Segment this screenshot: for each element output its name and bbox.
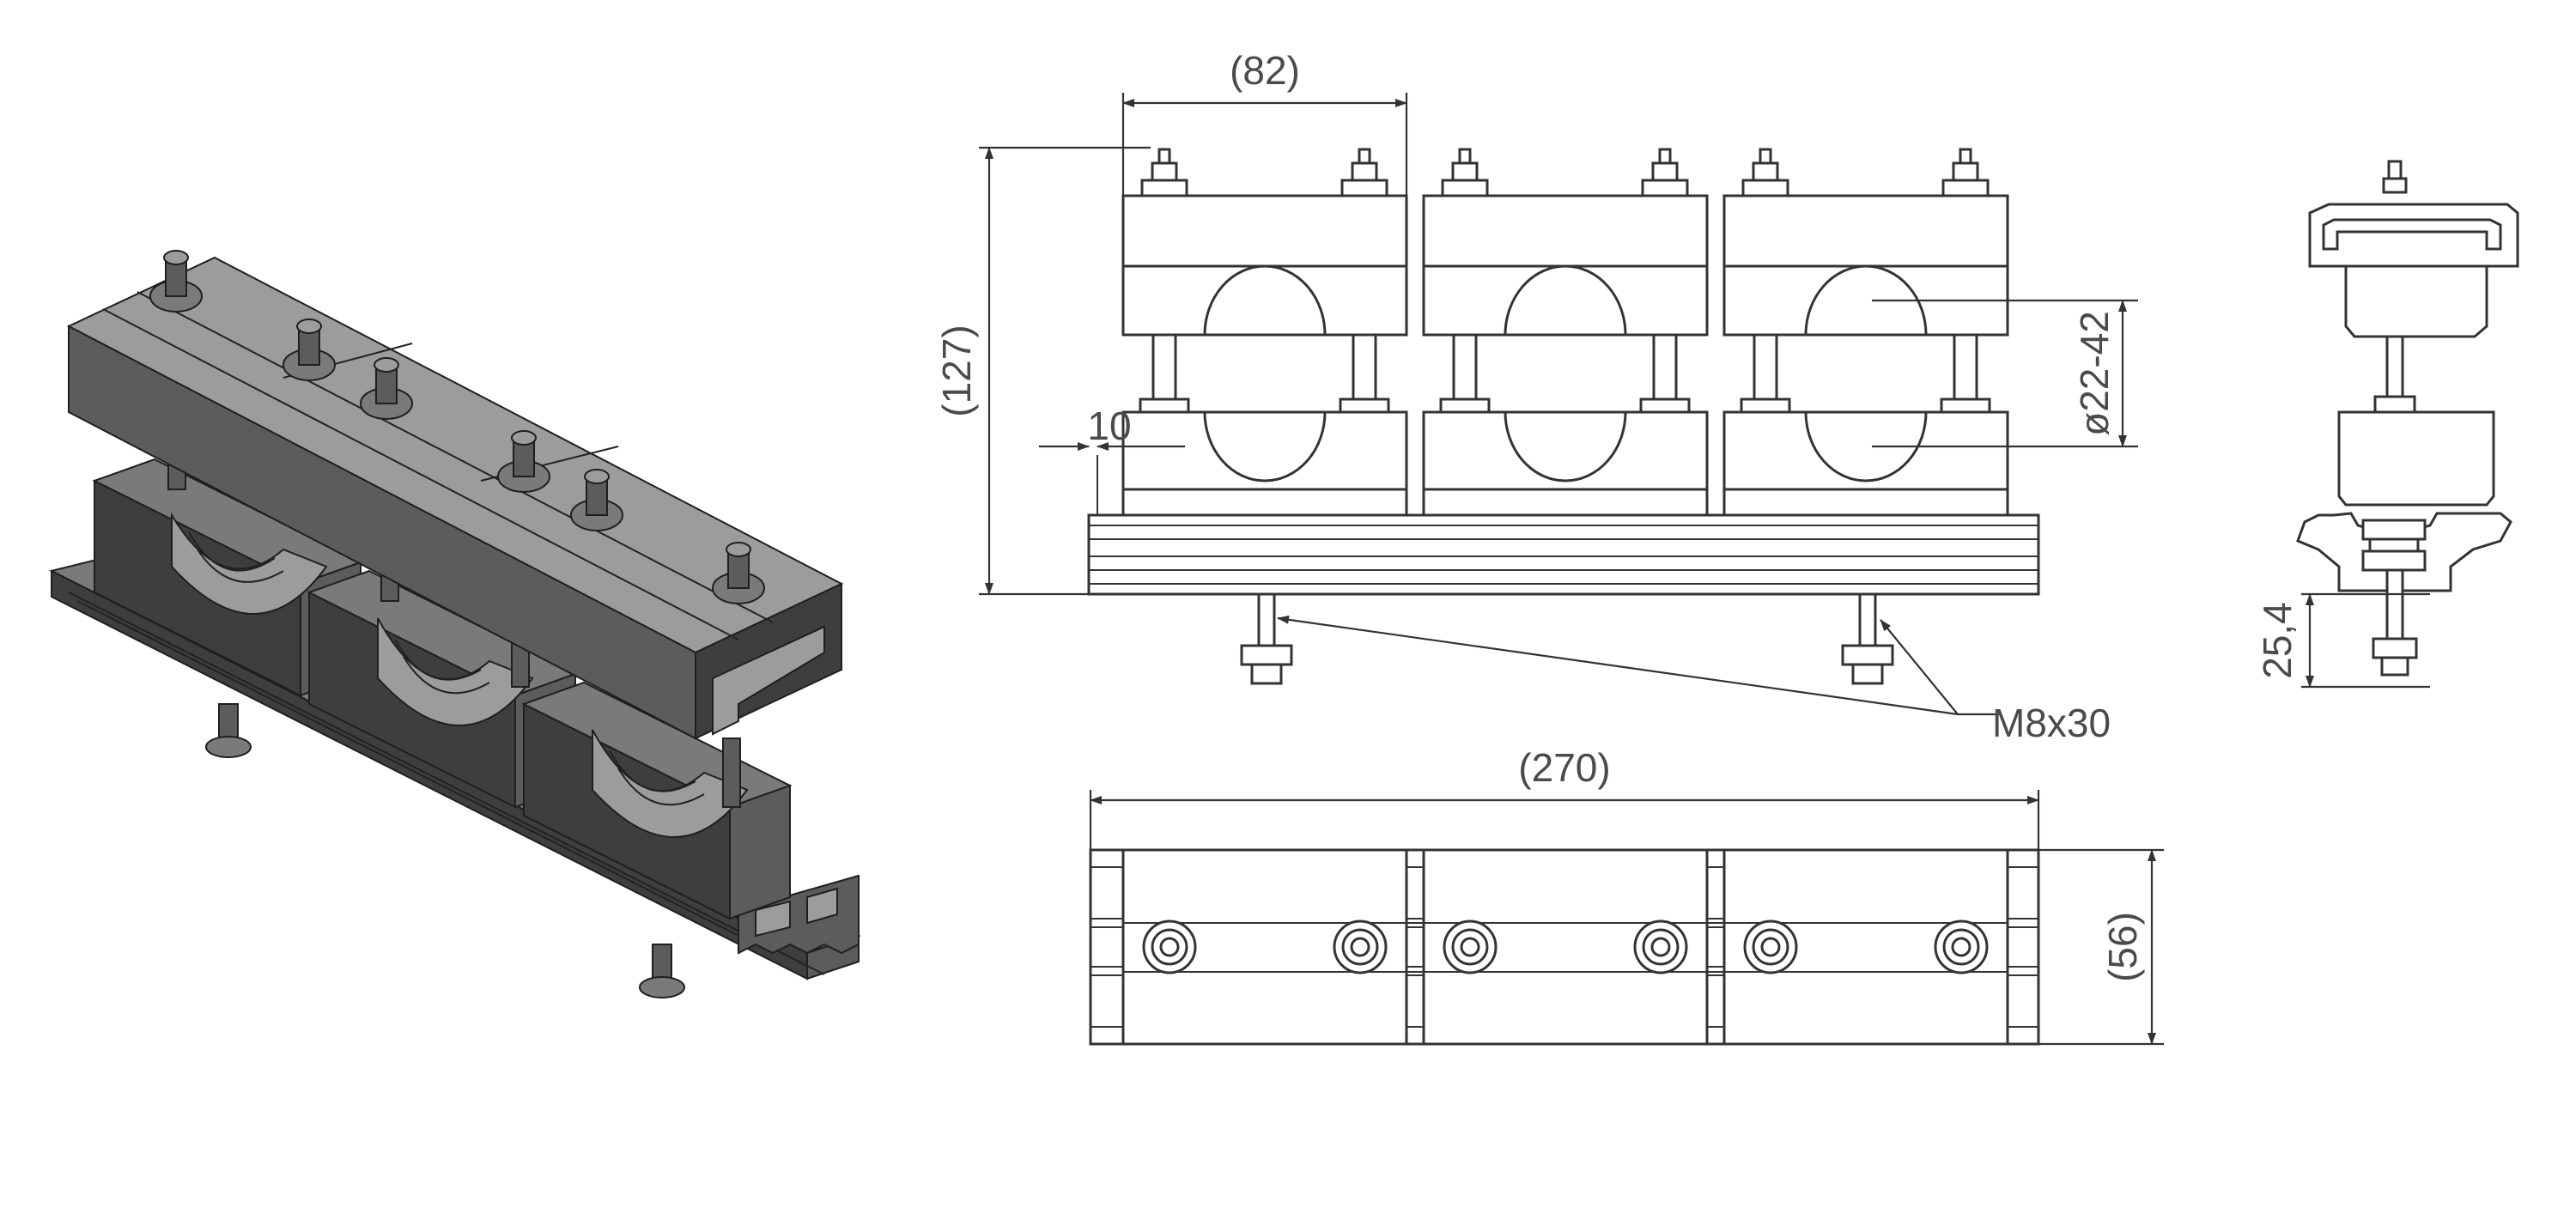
front-clamp-2 (1422, 148, 1709, 517)
dim-bolt-label: M8x30 (1992, 701, 2111, 745)
bolt-m8-right (1841, 592, 1894, 685)
dim-top-width-label: (82) (1230, 48, 1300, 93)
top-nut-icon (570, 469, 623, 531)
dim-overall-length: (270) (1089, 745, 2040, 850)
dim-rail-drop: 25,4 (2255, 592, 2430, 689)
front-clamp-1 (1121, 148, 1408, 517)
top-view-nut-icon (1633, 920, 1688, 974)
bottom-bolt-icon (639, 944, 685, 998)
top-nut-icon (283, 319, 336, 381)
bottom-bolt-icon (205, 703, 252, 758)
dim-overall-length-label: (270) (1518, 745, 1610, 790)
top-view-nut-icon (1743, 920, 1798, 974)
dim-width-label: (56) (2100, 912, 2145, 982)
dim-rail-drop-label: 25,4 (2255, 602, 2300, 679)
top-view-nut-icon (1333, 920, 1388, 974)
dim-total-height: (127) (934, 146, 1151, 596)
dim-bolt-callout: M8x30 (1277, 615, 2111, 745)
top-nut-icon (712, 542, 765, 604)
side-view (2296, 160, 2519, 677)
dim-offset-label: 10 (1087, 404, 1131, 448)
top-view-nut-icon (1934, 920, 1989, 974)
top-view-nut-icon (1443, 920, 1498, 974)
dim-offset: 10 (1039, 404, 1185, 451)
dim-pipe-range-label: ø22-42 (2072, 311, 2117, 436)
front-clamp-3 (1722, 148, 2009, 517)
front-view (1087, 148, 2040, 685)
isometric-view (49, 250, 861, 998)
bolt-m8-left (1240, 592, 1293, 685)
dim-pipe-range: ø22-42 (1872, 299, 2138, 448)
top-view-nut-icon (1142, 920, 1197, 974)
top-view (1089, 848, 2040, 1046)
top-nut-icon (497, 430, 550, 493)
dim-total-height-label: (127) (934, 325, 979, 416)
dim-top-width: (82) (1121, 48, 1408, 196)
top-nut-icon (149, 250, 203, 313)
dim-width: (56) (2038, 848, 2164, 1046)
top-nut-icon (360, 357, 413, 420)
